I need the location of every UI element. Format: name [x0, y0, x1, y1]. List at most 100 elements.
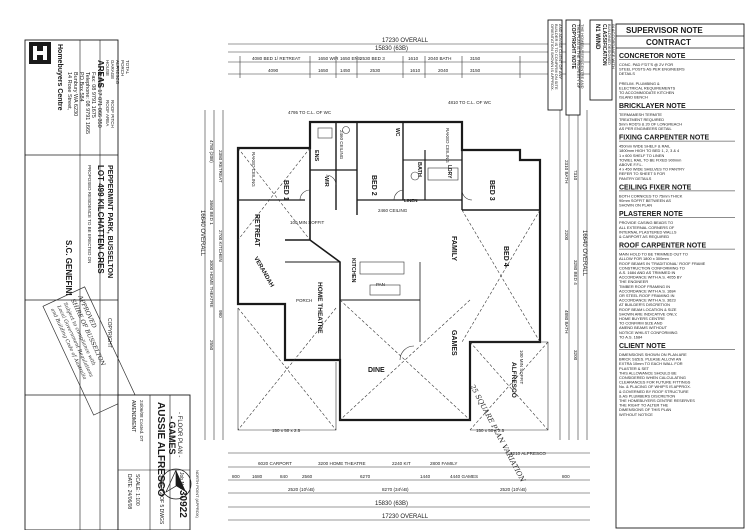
areas-row: PORCH [120, 60, 125, 76]
room-label: FAMILY [450, 236, 457, 261]
supervisor-section-line: CONSTRUCTION CONFORMING TO [619, 265, 685, 270]
supervisor-section-line: ROOF BEAM LOCATION & SIZE [619, 307, 677, 312]
dim-right-seg: 2200 [564, 230, 569, 241]
supervisor-section-line: TOWEL RAIL TO BE FIXED 900mm [619, 157, 681, 162]
builder-logo [29, 42, 51, 64]
supervisor-section-line: & AS PLUMBERS DISCRETION [619, 393, 675, 398]
supervisor-section-line: ELECTRICAL REQUIREMENTS [619, 85, 676, 90]
drawing-title: AUSSIE ALFRESCO [155, 402, 166, 497]
plan-note: 2460 CEILING [378, 208, 408, 213]
supervisor-section-line: SHOWN ON PLAN [619, 203, 652, 208]
dim-bottom-row2: 840 [280, 474, 288, 479]
builder-address-5: Fax: 08 9791 1675 [90, 72, 96, 118]
dim-right-seg: 4880 BATH [564, 310, 569, 333]
dim-top-seg: 4080 BED 1/ RETREAT [252, 56, 301, 61]
dim-top-overall: 17230 OVERALL [382, 38, 429, 44]
sheet-number: SHEET 2 OF 5 DWGS [158, 474, 164, 525]
dim-top-row2: 1610 [410, 68, 421, 73]
room-label: BED 4 [502, 246, 509, 267]
supervisor-note-panel: SUPERVISOR NOTE CONTRACT CONCRETOR NOTEC… [615, 23, 745, 529]
supervisor-section-line: TREATMENT REQUIRED [619, 117, 664, 122]
supervisor-section-line: 1800mm HIGH TO BED 1, 2, 3 & 4 [619, 148, 680, 153]
plan-note: 100 MIN SOFFIT [290, 220, 325, 225]
supervisor-contract: CONTRACT [646, 38, 691, 47]
dim-right-seg: 2310 BATH [564, 160, 569, 183]
dimensions: 17230 OVERALL 15830 (63B) 4080 BED 1/ RE… [199, 38, 590, 521]
supervisor-section-line: OR STEEL ROOF FRAMING IN [619, 293, 675, 298]
drawing-date: DATE: 24/06/08 [126, 474, 132, 509]
dim-bottom-inner: 15830 (63B) [375, 501, 408, 507]
supervisor-section-heading: CEILING FIXER NOTE [619, 184, 692, 191]
room-label: GAMES [450, 330, 457, 356]
supervisor-section-line: ISLAND BENCH [619, 95, 648, 100]
builder-address-4: Telephone: 08 9791 1665 [84, 72, 90, 134]
dim-bottom-row2: 800 [232, 474, 240, 479]
supervisor-section-line: DIMENSIONS OF THIS PLAN [619, 407, 671, 412]
dim-top-seg: 2530 BED 3 [360, 56, 385, 61]
room-label: ALFRESCO [510, 362, 517, 398]
project-suburb: PEPPERMINT PARK, BUSSELTON [106, 165, 113, 278]
supervisor-section-line: TO CONFIRM SIZE AND [619, 321, 663, 326]
supervisor-section-line: No. & PLACING OF WHIP'S IS APPROX. [619, 384, 691, 389]
dim-bottom-row3: 2520 (10½B) [500, 486, 527, 492]
dim-setback-right: 4810 TO C.L. OF WC [448, 100, 492, 105]
supervisor-section-line: HOME BUYERS CENTRE [619, 316, 665, 321]
drawing-title-3: - FLOOR PLAN - [176, 412, 182, 457]
room-label: PORCH [296, 298, 312, 303]
wind-line: IN ACCORDANCE WITH [611, 24, 616, 69]
dim-bottom-row2: 2560 [302, 474, 313, 479]
builder-address-6: A.B.N. 17 071 066 350 [96, 72, 102, 128]
dim-bottom-overall: 17230 OVERALL [382, 514, 429, 520]
project-info: PROPOSED RESIDENCE TO BE ERECTED ON LOT … [87, 165, 113, 278]
areas-row: GARAGE [110, 60, 115, 79]
job-no-label: Job No. [178, 472, 184, 489]
supervisor-section-heading: FIXING CARPENTER NOTE [619, 135, 710, 142]
room-label: WC [394, 128, 400, 137]
room-label: VERANDAH [252, 256, 274, 288]
supervisor-section-line: CLEARANCES FOR FUTURE FITTINGS [619, 380, 691, 385]
supervisor-section-line: ACCORDANCE WITH A.S. 1684 [619, 288, 676, 293]
dim-top-seg: 1610 [408, 56, 419, 61]
supervisor-section-line: TO A.S. 1684 [619, 334, 643, 339]
dim-left-seg: 2550 [209, 340, 214, 351]
project-proposed: PROPOSED RESIDENCE TO BE ERECTED ON [87, 165, 92, 263]
builder-address-1: 14 Rose Street, [66, 72, 72, 111]
plan-note: 150 x 50 x 2.5 [476, 428, 505, 433]
areas-row: TOTAL [125, 60, 130, 75]
areas-table: AREAS HOUSE GARAGE ALFRESCO PORCH TOTAL … [96, 60, 130, 128]
supervisor-section-line: MAIN HOLD TO BE TRIMMED OUT TO [619, 252, 688, 257]
project-lot: LOT 499 KILCHATTEN CRES [96, 165, 105, 274]
supervisor-section-line: ACCORDANCE WITH A.S. 3623 [619, 298, 676, 303]
dim-bottom-seg: 3210 ALFRESCO [510, 451, 546, 456]
dim-right-seg: 3280 BED 4 [573, 260, 578, 285]
room-label: WIR [323, 176, 329, 187]
dim-top-seg: 1650 ENS [340, 56, 361, 61]
amendment-label: AMENDMENT [130, 400, 136, 432]
dim-bottom-seg: 3200 HOME THEATRE [318, 461, 366, 466]
copyright-note-line: THIS PLAN IS THE PROPERTY OF [576, 24, 581, 89]
supervisor-section-heading: CLIENT NOTE [619, 343, 666, 350]
supervisor-section-line: 4 x 450 WIDE SHELVES TO PANTRY [619, 167, 685, 172]
walls [236, 120, 549, 431]
copyright-label: COPYRIGHT [106, 318, 112, 348]
dim-left-seg: 4780 (20B) [209, 140, 214, 163]
supervisor-section-line: THE ENGINEER [619, 279, 648, 284]
dim-top-row2: 3150 [470, 68, 481, 73]
supervisor-section-line: A.S. 1684 AND AS TRIMMED IN [619, 270, 676, 275]
room-label: BATH [416, 162, 422, 177]
room-label: BED 1 [282, 180, 289, 201]
supervisor-section-line: THE RIGHT TO ALTER THE [619, 403, 669, 408]
room-label: HOME THEATRE [316, 282, 323, 334]
title-block: AMENDMENT 24/06/08 Costed. DT DATE: 24/0… [117, 394, 191, 530]
supervisor-section-line: AT BUILDER'S DISCRETION [619, 302, 670, 307]
dim-bottom-row3: 8270 (34½B) [382, 486, 409, 492]
supervisor-section-line: ABOVE F.F.L. [619, 162, 643, 167]
supervisor-section-line: DIMENSIONS SHOWN ON PLAN ARE [619, 352, 687, 357]
wind-sub: CLASSIFICATION [601, 24, 607, 66]
supervisor-section-line: AMEND BEAMS WITHOUT [619, 325, 668, 330]
supervisor-section-line: PROVIDE CASING BEADS TO [619, 220, 673, 225]
project-client: S.C. GENEFINI [64, 240, 73, 296]
supervisor-section-line: THIS ALLOWANCE SHOULD BE [619, 370, 677, 375]
